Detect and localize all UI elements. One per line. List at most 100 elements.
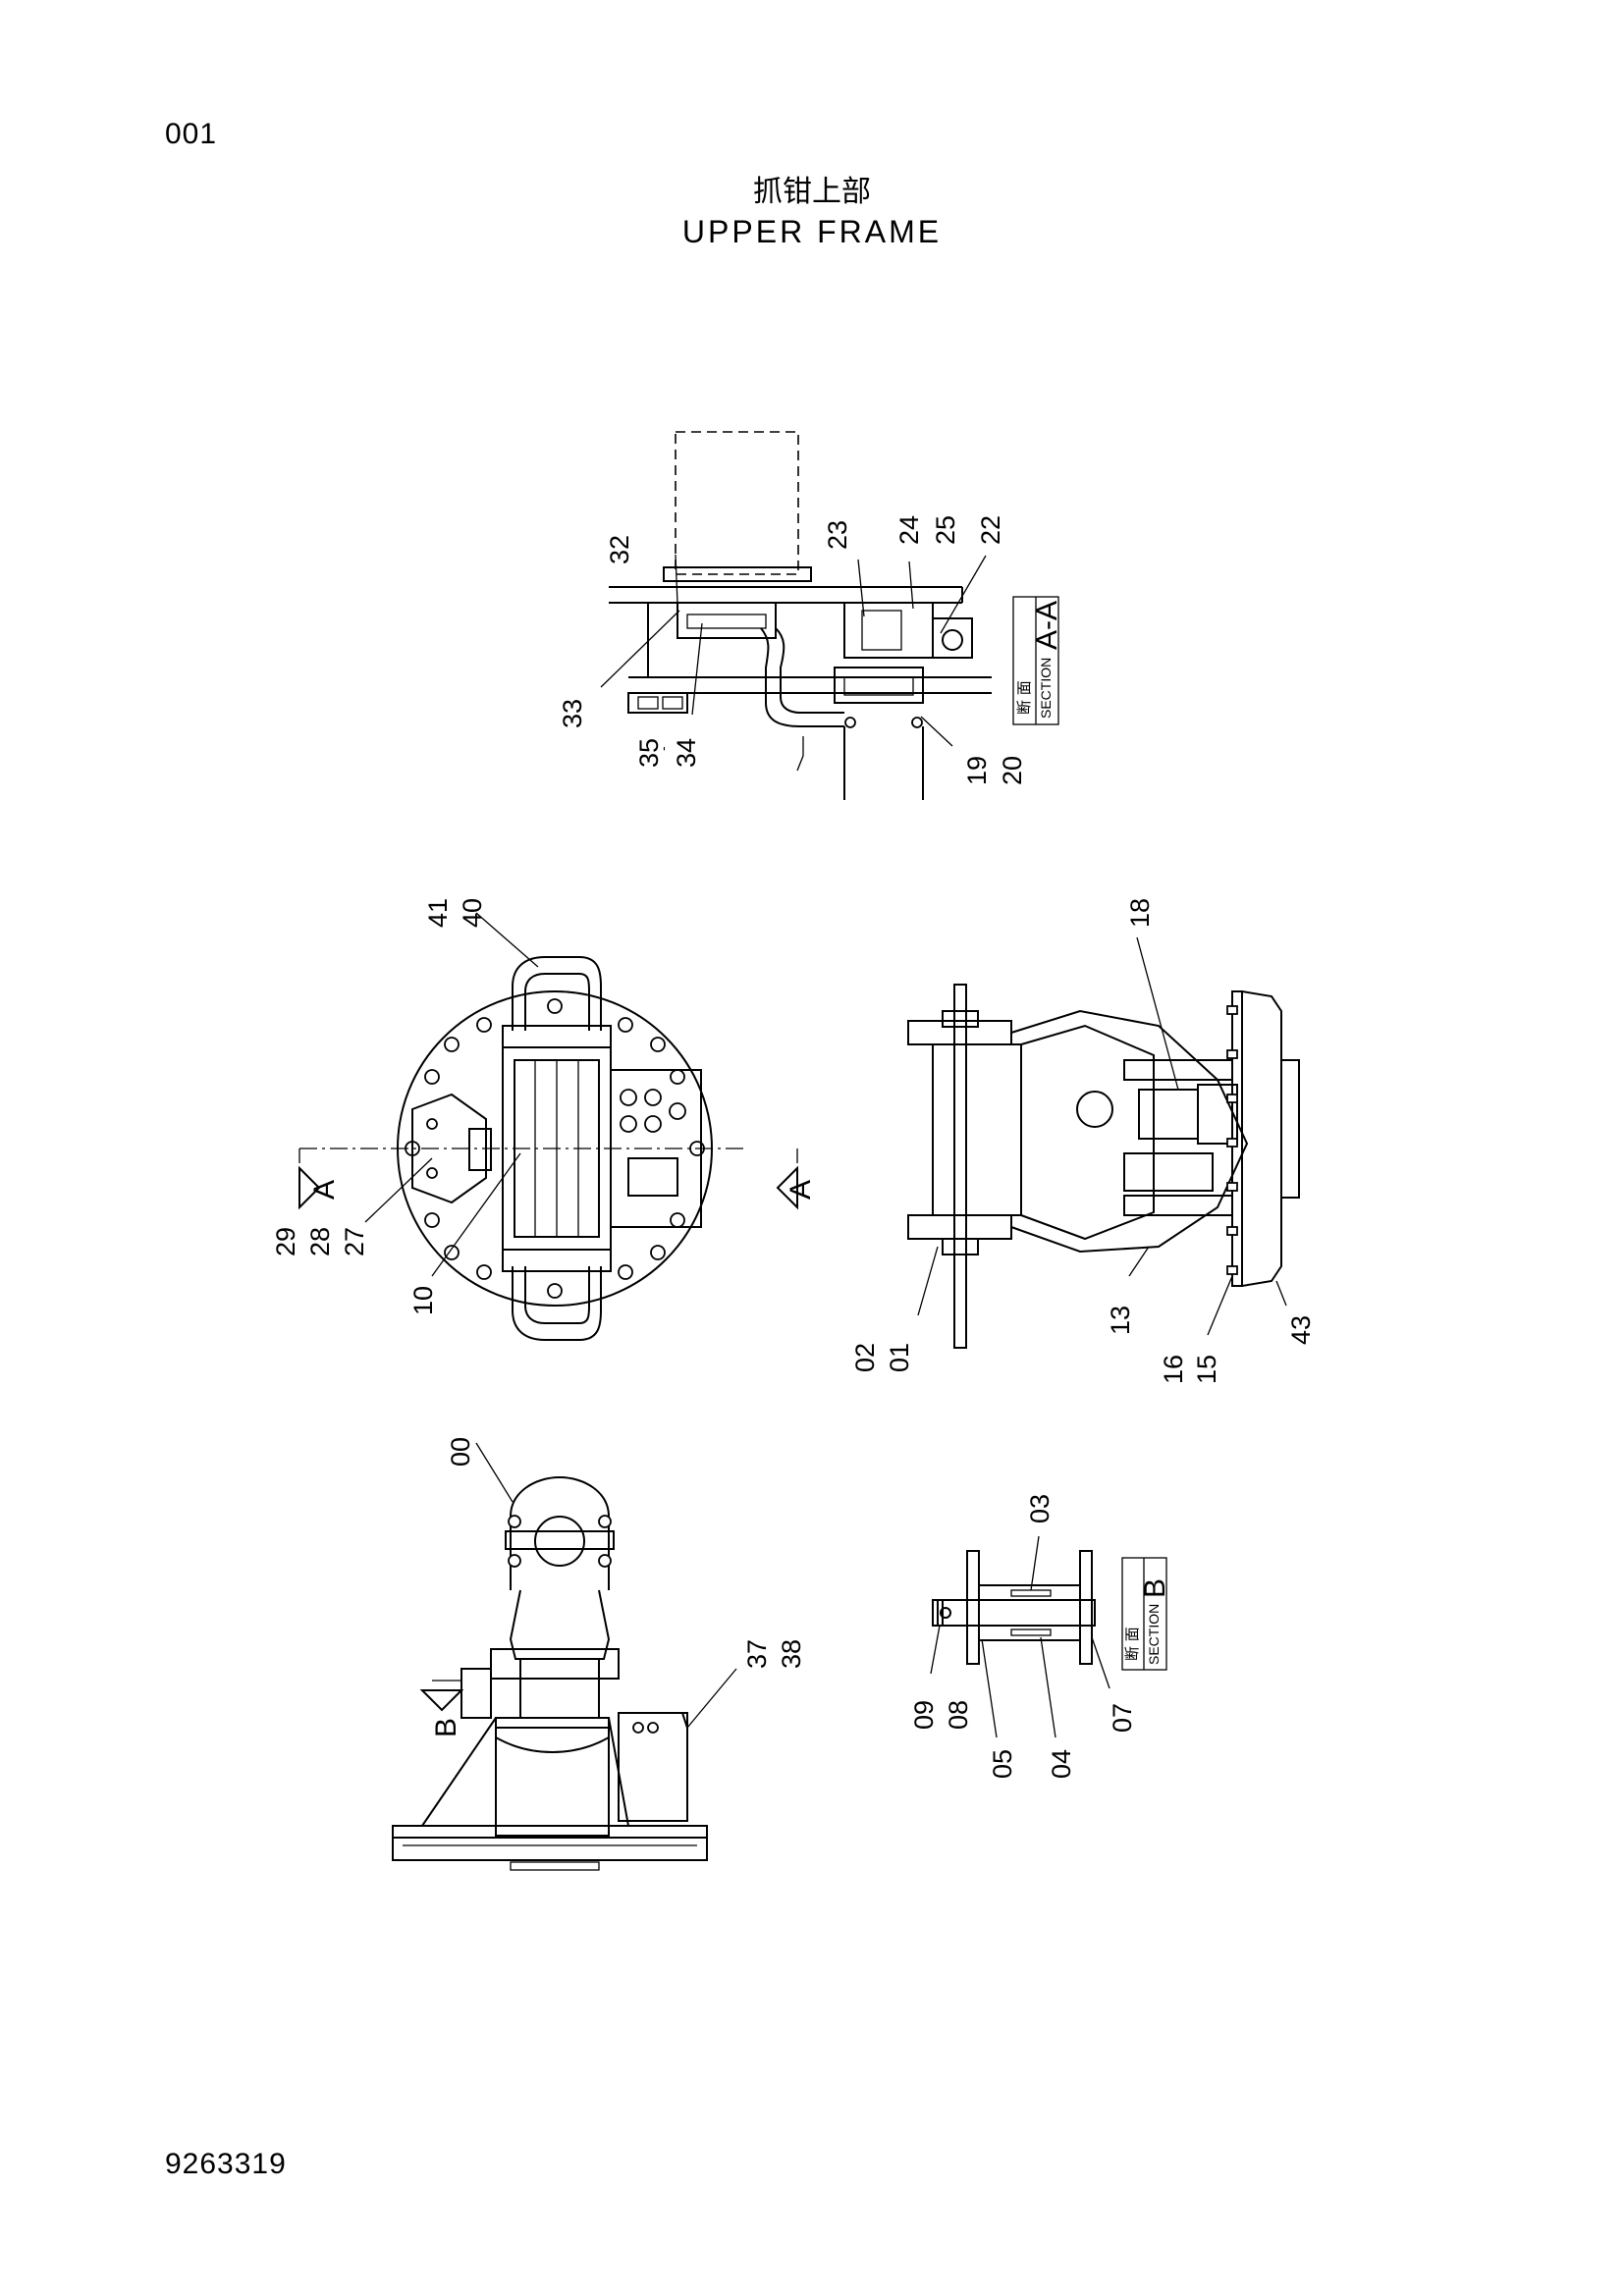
front-view: B 00 37 38 [392, 1437, 806, 1871]
lower-rib [1123, 1195, 1233, 1216]
callout-13: 13 [1106, 1306, 1135, 1335]
neck-collar [490, 1648, 620, 1680]
slewing-ring-side [1241, 990, 1282, 1287]
section-b-cn: 断 面 [1123, 1627, 1141, 1661]
lug-pin [505, 1530, 615, 1550]
callout-02: 02 [850, 1343, 880, 1372]
bearing-inner [686, 614, 767, 629]
side-bolts [1226, 1005, 1238, 1275]
bracket-outline [1010, 1009, 1249, 1254]
upper-arm-plate [907, 1020, 1012, 1045]
section-b-view: 断 面 SECTION B 03 09 08 05 04 07 [909, 1494, 1171, 1779]
base-rim [510, 1861, 600, 1871]
slewing-ring-inner [843, 676, 914, 696]
pin-right-plate [1079, 1550, 1093, 1665]
title-chinese: 抓钳上部 [753, 175, 871, 209]
leader-07 [1091, 1636, 1110, 1689]
fitting-block [932, 617, 973, 659]
callout-40: 40 [458, 898, 487, 928]
bolt-20 [911, 717, 923, 728]
bushing-bottom [978, 1625, 1081, 1641]
upper-rib [1123, 1059, 1233, 1081]
page-number: 001 [165, 118, 218, 150]
hydraulic-line [775, 627, 844, 714]
shaft-pin [953, 984, 967, 1349]
callout-18: 18 [1125, 898, 1155, 928]
lower-box [495, 1717, 610, 1837]
lift-lug [510, 1475, 610, 1590]
lower-nut [942, 1238, 979, 1255]
leader-05 [981, 1638, 998, 1738]
leader-40 [475, 912, 539, 968]
section-aa-cn: 断 面 [1015, 680, 1033, 715]
callout-34: 34 [672, 738, 701, 768]
section-aa-view: 断 面 SECTION A-A 32 33 35 - 34 23 24 25 2… [558, 431, 1063, 800]
hydraulic-line-2 [760, 627, 844, 727]
frame-bottom-cap [502, 1249, 612, 1272]
pin-shaft [937, 1599, 1096, 1627]
callout-03: 03 [1025, 1494, 1055, 1523]
callout-04: 04 [1047, 1749, 1076, 1779]
swivel-inner [861, 610, 902, 651]
side-boss [460, 1668, 492, 1719]
leader-34 [691, 622, 703, 716]
lower-arm-plate [907, 1214, 1012, 1240]
neck-block [519, 1658, 600, 1719]
valve-port [627, 1157, 678, 1197]
mount-block-left [627, 692, 688, 714]
base-ring [392, 1838, 708, 1861]
callout-38: 38 [777, 1639, 806, 1669]
section-aa-letter: A-A [1031, 601, 1063, 650]
flange-fitting [468, 1128, 492, 1171]
leader-10 [431, 1152, 521, 1277]
motor-cap [1197, 1084, 1238, 1145]
detail-tick-2 [796, 755, 804, 772]
plan-view: A A 41 40 29 28 27 10 [271, 898, 817, 1341]
gear-block [1123, 1152, 1214, 1192]
leader-03 [1030, 1535, 1040, 1591]
upper-nut [942, 1010, 979, 1028]
lift-lug-hole [534, 1516, 585, 1567]
callout-20: 20 [998, 756, 1027, 785]
callout-16: 16 [1159, 1355, 1188, 1384]
upper-lug [512, 956, 602, 1031]
fitting-circle [942, 629, 963, 651]
leader-24 [908, 561, 914, 610]
callout-27: 27 [340, 1227, 369, 1256]
leader-32 [675, 554, 678, 605]
callout-09: 09 [909, 1700, 939, 1730]
pivot-hole [1076, 1091, 1113, 1128]
seal-top [1010, 1589, 1052, 1597]
lower-box-arch [495, 1736, 610, 1753]
bracket-inner [1020, 1024, 1155, 1241]
valve-housing-edge [633, 1712, 688, 1821]
callout-37: 37 [742, 1639, 772, 1669]
callout-00: 00 [446, 1437, 475, 1467]
leader-08 [930, 1625, 941, 1675]
callout-32: 32 [605, 535, 634, 564]
pin-hole [940, 1607, 951, 1619]
leader-23 [857, 559, 865, 617]
lower-lug [512, 1266, 602, 1341]
slewing-hub [1280, 1059, 1300, 1199]
leader-13 [1128, 1246, 1150, 1277]
callout-22: 22 [976, 515, 1005, 545]
leader-04 [1040, 1636, 1056, 1738]
callout-41: 41 [423, 898, 453, 928]
leader-19 [920, 716, 953, 747]
seal-bottom [1010, 1629, 1052, 1636]
lower-lug-inner [524, 1266, 590, 1324]
leader-33 [600, 610, 680, 688]
leader-43 [1275, 1280, 1287, 1307]
motor-outline [675, 431, 799, 575]
section-b-letter: B [1139, 1578, 1171, 1598]
callout-01: 01 [885, 1343, 914, 1372]
motor-flange [663, 566, 812, 582]
callout-24: 24 [894, 515, 924, 545]
leader-01 [917, 1246, 939, 1316]
motor-body [1138, 1089, 1199, 1140]
slewing-ring [834, 667, 924, 704]
pin-head [932, 1599, 944, 1627]
callout-15: 15 [1192, 1355, 1221, 1384]
